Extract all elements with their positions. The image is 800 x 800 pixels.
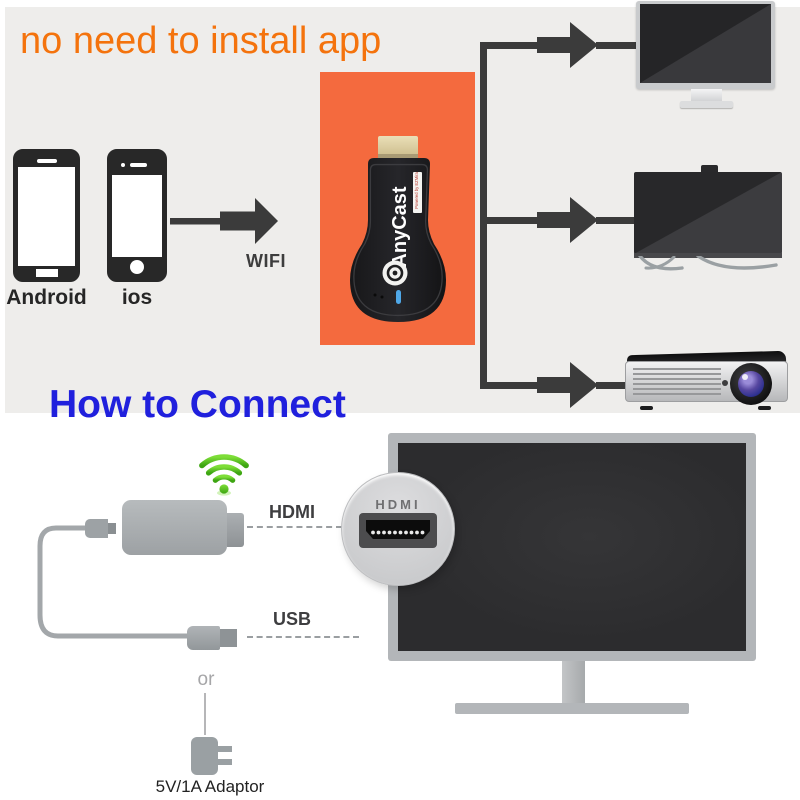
tv-icon (634, 172, 782, 254)
section-title: How to Connect (49, 383, 346, 426)
android-label: Android (6, 286, 87, 309)
dongle-hdmi-connector (227, 513, 244, 547)
hdmi-label: HDMI (269, 502, 315, 522)
ios-camera-dot (121, 163, 125, 167)
dongle-side-sticker (413, 172, 422, 213)
wifi-signal-icon (199, 454, 249, 496)
android-bottom-notch (35, 269, 58, 277)
android-speaker-slot (36, 159, 57, 163)
ios-phone-icon (107, 149, 167, 282)
android-phone-bottom (18, 266, 75, 277)
hdmi-port-logo: HDMI (375, 497, 421, 512)
usb-plug-icon (85, 519, 108, 538)
power-adaptor-icon (191, 737, 218, 775)
usb-connector-icon (187, 626, 220, 650)
hdmi-dashed-line (247, 526, 342, 528)
android-phone-top (18, 154, 75, 167)
big-tv-stand-base (455, 703, 689, 714)
usb-plug-tip (108, 523, 116, 534)
monitor-stand-neck (691, 89, 722, 101)
dongle-mic-hole2 (380, 295, 384, 299)
adaptor-prong (218, 746, 232, 752)
hdmi-connector-base (378, 154, 418, 158)
wifi-label: WIFI (246, 251, 286, 271)
monitor-stand-base (680, 101, 733, 108)
big-tv-screen (398, 443, 746, 651)
dongle-side-sticker-text: Powered by EZMira (414, 171, 419, 208)
dongle-logo-dot (392, 270, 398, 276)
tv-legs (638, 256, 778, 271)
adaptor-label: 5V/1A Adaptor (155, 777, 265, 796)
ios-speaker-slot (130, 163, 147, 167)
android-phone-icon (13, 149, 80, 282)
usb-label: USB (272, 609, 311, 629)
usb-connector-tip (220, 629, 237, 647)
dongle-led (396, 290, 401, 304)
projector-ir-sensor (722, 380, 728, 386)
projector-vent-grille (633, 368, 721, 397)
tv-bottom-strip (634, 253, 782, 258)
ios-label: ios (121, 286, 153, 309)
anycast-dongle-icon: AnyCast Powered by EZMira (350, 136, 446, 322)
dongle-device (122, 500, 227, 555)
projector-foot (640, 406, 653, 410)
hdmi-gold-connector (378, 136, 418, 159)
or-connector-line (204, 693, 206, 735)
projector-foot (758, 406, 771, 410)
ios-phone-top (112, 154, 162, 175)
usb-dashed-line (247, 636, 359, 638)
dongle-inner-bevel (353, 163, 443, 317)
big-tv-stand-neck (562, 661, 585, 704)
dongle-brand-text: AnyCast (389, 186, 411, 267)
adaptor-prong (218, 759, 232, 765)
ios-phone-bottom (112, 257, 162, 277)
dongle-logo-ring (386, 264, 404, 282)
dongle-mic-hole (373, 293, 377, 297)
tv-camera-bump (701, 165, 718, 173)
ios-home-button (130, 260, 144, 274)
monitor-screen (640, 4, 771, 83)
hdmi-port-zoom-circle: HDMI (341, 472, 455, 586)
hdmi-port-icon (359, 513, 437, 548)
or-label: or (197, 669, 215, 690)
headline: no need to install app (20, 20, 382, 62)
projector-lens-glint (742, 374, 748, 380)
